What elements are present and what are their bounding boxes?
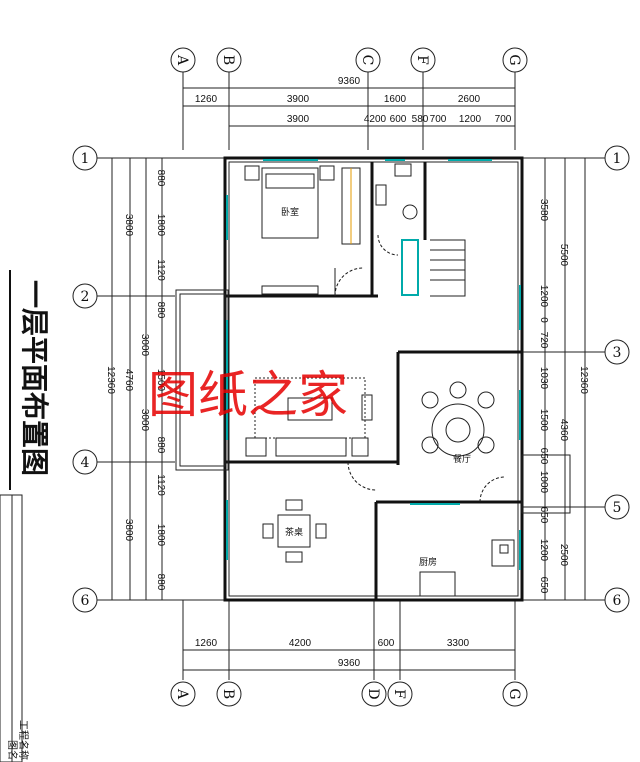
dim-top-r2-3: 580 bbox=[412, 114, 429, 125]
dim-top-r2-0: 3900 bbox=[287, 114, 310, 125]
title-block-0: 工程名称 bbox=[17, 720, 30, 760]
dining-room: 餐厅 bbox=[421, 381, 495, 465]
dim-left-outer-0: 3800 bbox=[123, 214, 134, 237]
left-dimensions: 3800 4760 3800 12360 880 1800 1120 880 1… bbox=[105, 158, 166, 600]
kitchen: 厨房 bbox=[419, 539, 515, 597]
right-dimensions: 3580 1200 0 720 1030 1500 650 1000 650 1… bbox=[538, 158, 589, 600]
axis-top-a: A bbox=[174, 54, 190, 66]
room-label-tearoom: 茶桌 bbox=[285, 526, 303, 538]
axis-right-1: 1 bbox=[613, 151, 622, 167]
right-axis-bubbles: 1 3 5 6 bbox=[522, 145, 630, 613]
axis-right-3: 3 bbox=[613, 345, 622, 361]
dim-top-r1-2: 1600 bbox=[384, 94, 407, 105]
dim-left-sub-0: 3000 bbox=[139, 334, 150, 357]
dim-top-r2-6: 700 bbox=[495, 114, 512, 125]
axis-left-6: 6 bbox=[81, 593, 90, 609]
dim-right-mid-1: 1200 bbox=[538, 285, 549, 308]
dim-bottom-r1-3: 3300 bbox=[447, 638, 470, 649]
dim-right-mid-8: 650 bbox=[538, 507, 549, 524]
dim-left-mid-1: 1800 bbox=[155, 214, 166, 237]
room-label-bedroom: 卧室 bbox=[281, 206, 299, 218]
room-label-dining: 餐厅 bbox=[453, 453, 471, 465]
watermark-text: 图纸之家 bbox=[148, 366, 348, 424]
dim-right-mid-7: 1000 bbox=[538, 471, 549, 494]
bedroom: 卧室 bbox=[244, 165, 361, 295]
dim-top-r2-1: 4200 bbox=[364, 114, 387, 125]
title-block: 工程名称 图名 bbox=[0, 494, 30, 762]
axis-top-c: C bbox=[359, 55, 375, 66]
dim-left-outer-1: 4760 bbox=[123, 369, 134, 392]
axis-top-g: G bbox=[506, 54, 522, 65]
windows bbox=[226, 159, 521, 570]
dim-right-outer-0: 5500 bbox=[558, 244, 569, 267]
dim-right-mid-6: 650 bbox=[538, 448, 549, 465]
dim-left-mid-0: 880 bbox=[155, 170, 166, 187]
dim-right-mid-4: 1030 bbox=[538, 367, 549, 390]
axis-left-4: 4 bbox=[81, 455, 90, 471]
dim-left-mid-7: 1800 bbox=[155, 524, 166, 547]
tea-room: 茶桌 bbox=[262, 499, 327, 563]
dim-left-sub-1: 3000 bbox=[139, 409, 150, 432]
bottom-axis-bubbles: A B D F G bbox=[170, 681, 528, 707]
plan-title: 一层平面布置图 bbox=[9, 270, 51, 490]
dim-right-outer-2: 2500 bbox=[558, 544, 569, 567]
dim-right-mid-0: 3580 bbox=[538, 199, 549, 222]
room-label-kitchen: 厨房 bbox=[419, 556, 437, 568]
dim-left-mid-6: 1120 bbox=[155, 474, 166, 496]
dim-top-r2-5: 1200 bbox=[459, 114, 482, 125]
axis-bottom-a: A bbox=[174, 688, 190, 700]
living-room bbox=[245, 377, 373, 457]
dim-top-r2-4: 700 bbox=[430, 114, 447, 125]
dim-top-total: 9360 bbox=[338, 76, 361, 87]
dim-top-r1-0: 1260 bbox=[195, 94, 218, 105]
axis-bottom-f: F bbox=[391, 689, 407, 699]
walls bbox=[175, 156, 524, 602]
axis-left-1: 1 bbox=[81, 151, 90, 167]
dim-right-total: 12360 bbox=[578, 366, 589, 394]
axis-bottom-d: D bbox=[365, 688, 381, 699]
axis-left-2: 2 bbox=[81, 289, 90, 305]
dim-top-r1-3: 2600 bbox=[458, 94, 481, 105]
right-balcony bbox=[521, 454, 571, 514]
dim-top-r1-1: 3900 bbox=[287, 94, 310, 105]
dim-right-outer-1: 4360 bbox=[558, 419, 569, 442]
dim-right-mid-3: 720 bbox=[538, 332, 549, 349]
doors bbox=[334, 234, 506, 503]
dim-left-mid-8: 880 bbox=[155, 574, 166, 591]
dim-bottom-r1-0: 1260 bbox=[195, 638, 218, 649]
axis-bottom-g: G bbox=[506, 688, 522, 699]
dim-bottom-r1-1: 4200 bbox=[289, 638, 312, 649]
axis-top-f: F bbox=[414, 55, 430, 65]
title-block-1: 图名 bbox=[6, 740, 19, 760]
title-text: 一层平面布置图 bbox=[18, 280, 51, 476]
dim-left-mid-2: 1120 bbox=[155, 259, 166, 281]
dim-left-mid-5: 880 bbox=[155, 437, 166, 454]
dim-top-r2-2: 600 bbox=[390, 114, 407, 125]
axis-right-5: 5 bbox=[613, 500, 622, 516]
dim-right-mid-9: 1200 bbox=[538, 539, 549, 562]
dim-left-total: 12360 bbox=[105, 366, 116, 394]
dim-left-mid-4: 1500 bbox=[155, 369, 166, 392]
dim-left-outer-2: 3800 bbox=[123, 519, 134, 542]
bathroom-stair bbox=[375, 163, 466, 297]
dim-bottom-r1-2: 600 bbox=[378, 638, 395, 649]
axis-top-b: B bbox=[220, 55, 236, 65]
bottom-dimensions: 1260 4200 600 3300 9360 bbox=[182, 600, 516, 680]
top-dimensions: 9360 1260 3900 1600 2600 3900 4200 600 5… bbox=[183, 76, 515, 130]
dim-bottom-total: 9360 bbox=[338, 658, 361, 669]
dim-right-mid-5: 1500 bbox=[538, 409, 549, 432]
dim-left-mid-3: 880 bbox=[155, 302, 166, 319]
dim-right-mid-2: 0 bbox=[538, 317, 549, 323]
axis-bottom-b: B bbox=[220, 689, 236, 699]
dim-right-mid-10: 650 bbox=[538, 577, 549, 594]
axis-right-6: 6 bbox=[613, 593, 622, 609]
